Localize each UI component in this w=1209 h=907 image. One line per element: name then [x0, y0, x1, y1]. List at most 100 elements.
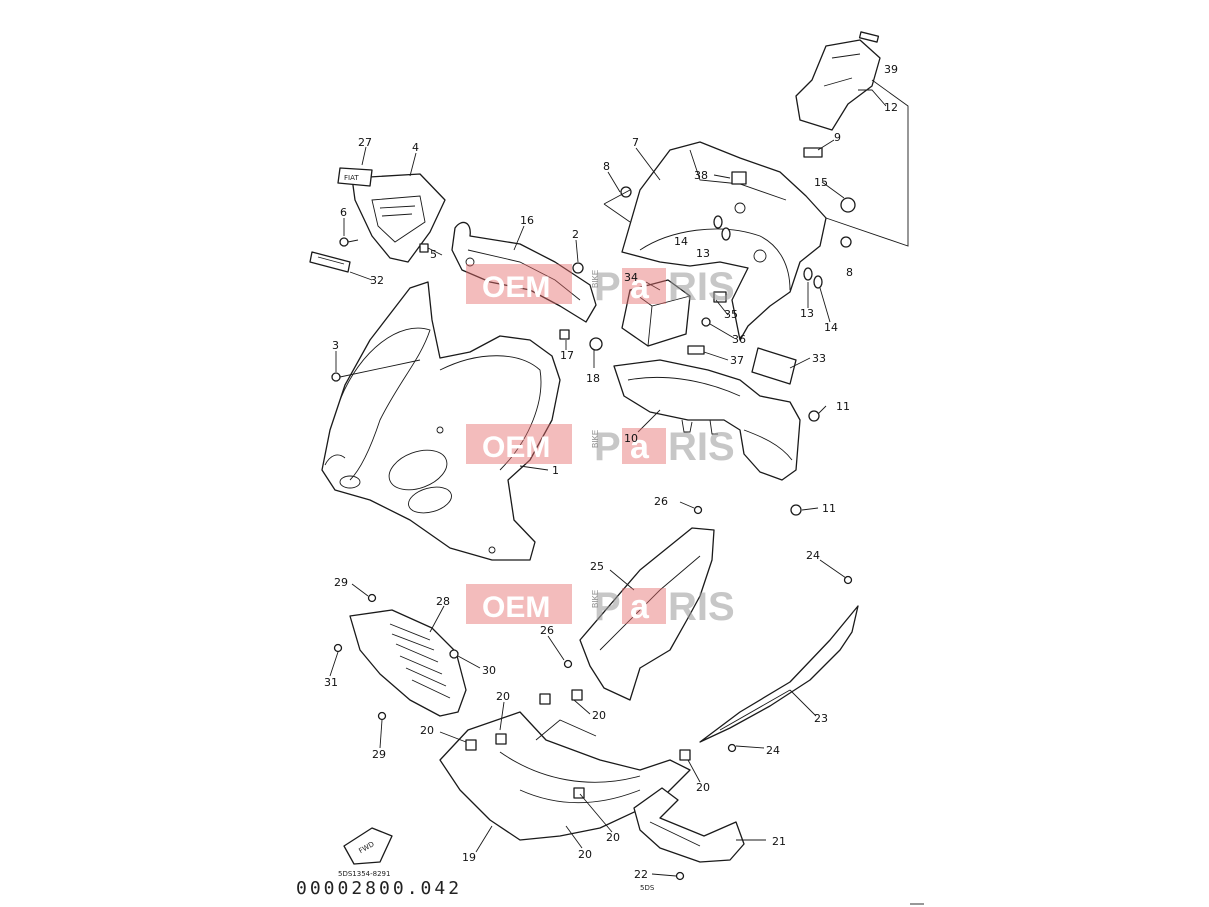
callout-28: 28 — [436, 595, 450, 608]
watermark-parts-mid: a — [630, 268, 650, 306]
watermark-parts-left: P — [594, 425, 621, 469]
part-5-nut — [419, 243, 429, 253]
watermark-parts-left: P — [594, 585, 621, 629]
part-29-screw-b — [377, 711, 387, 721]
part-24-screw-b — [727, 743, 737, 753]
callout-31: 31 — [324, 676, 338, 689]
part-22-screw — [675, 871, 685, 881]
part-37-clip — [687, 345, 705, 355]
part-36-screw — [701, 317, 711, 327]
part-11-screw — [808, 410, 820, 422]
callout-37: 37 — [730, 354, 744, 367]
watermark-parts-right: RIS — [668, 425, 735, 469]
part-23-side-trim — [699, 605, 859, 743]
callout-14: 14 — [674, 235, 688, 248]
callout-labels: 27 4 6 5 32 16 2 3 17 18 1 7 8 38 9 15 1… — [324, 63, 898, 881]
watermark-oem: OEM — [482, 271, 550, 304]
callout-33: 33 — [812, 352, 826, 365]
part-28-grille — [349, 609, 467, 717]
part-20-clip-b — [571, 689, 583, 701]
watermark-oem: OEM — [482, 591, 550, 624]
part-20-clip-d — [495, 733, 507, 745]
part-20-clip-f — [573, 787, 585, 799]
callout-6: 6 — [340, 206, 347, 219]
part-4-front-panel — [351, 173, 446, 263]
callout-21: 21 — [772, 835, 786, 848]
callout-8: 8 — [603, 160, 610, 173]
part-20-clip-a — [539, 693, 551, 705]
part-13-washer-b — [803, 267, 813, 281]
part-30-nut — [449, 649, 459, 659]
callout-9: 9 — [834, 131, 841, 144]
callout-20b: 20 — [592, 709, 606, 722]
fwd-arrow-icon: FWD — [343, 827, 393, 865]
callout-12: 12 — [884, 101, 898, 114]
watermark-parts-right: RIS — [668, 585, 735, 629]
part-7-inner-cover — [621, 141, 827, 341]
part-38-clip — [731, 171, 747, 185]
callout-3: 3 — [332, 339, 339, 352]
callout-24: 24 — [806, 549, 820, 562]
watermark-2: OEM BIKE P a RIS — [466, 424, 735, 469]
part-13-washer — [721, 227, 731, 241]
callout-8b: 8 — [846, 266, 853, 279]
callout-13: 13 — [696, 247, 710, 260]
part-20-clip-e — [679, 749, 691, 761]
callout-29: 29 — [334, 576, 348, 589]
callout-5: 5 — [430, 248, 437, 261]
part-11-screw-b — [790, 504, 802, 516]
part-25-side-panel — [579, 527, 715, 701]
callout-20d: 20 — [696, 781, 710, 794]
callout-38: 38 — [694, 169, 708, 182]
watermark-parts-left: P — [594, 265, 621, 309]
part-26-screw — [693, 505, 703, 515]
part-29-screw — [367, 593, 377, 603]
callout-29b: 29 — [372, 748, 386, 761]
callout-1: 1 — [552, 464, 559, 477]
watermark-parts-mid: a — [630, 428, 650, 466]
part-3-screw — [331, 359, 421, 382]
diagram-code: 00002800.042 — [296, 878, 462, 899]
callout-10: 10 — [624, 432, 638, 445]
part-12-trim — [795, 39, 881, 131]
part-27-sticker: FIAT — [337, 167, 373, 187]
part-35-clip — [713, 291, 727, 303]
callout-35: 35 — [724, 308, 738, 321]
callout-13b: 13 — [800, 307, 814, 320]
part-32-reflector — [309, 251, 351, 273]
sticker-label: FIAT — [344, 174, 359, 182]
watermark-1: OEM BIKE P a RIS — [466, 264, 735, 309]
part-24-screw — [843, 575, 853, 585]
callout-36: 36 — [732, 333, 746, 346]
callout-17: 17 — [560, 349, 574, 362]
catalog-code: 5DS1354-8291 — [338, 870, 390, 878]
watermark-bike: BIKE — [591, 430, 600, 448]
callout-15: 15 — [814, 176, 828, 189]
callout-20c: 20 — [420, 724, 434, 737]
part-31-screw — [333, 643, 343, 653]
part-1-front-cover — [321, 281, 561, 561]
callout-32: 32 — [370, 274, 384, 287]
part-21-bottom-cover — [633, 787, 745, 863]
callout-16: 16 — [520, 214, 534, 227]
part-16-bracket — [451, 221, 597, 323]
leader-lines — [329, 79, 909, 877]
callout-20: 20 — [496, 690, 510, 703]
watermark-oem: OEM — [482, 431, 550, 464]
callout-11: 11 — [836, 400, 850, 413]
callout-18: 18 — [586, 372, 600, 385]
part-18-grommet — [589, 337, 603, 351]
callout-4: 4 — [412, 141, 419, 154]
callout-23: 23 — [814, 712, 828, 725]
part-10-lower-cover — [613, 359, 801, 481]
callout-19: 19 — [462, 851, 476, 864]
callout-27: 27 — [358, 136, 372, 149]
callout-20e: 20 — [606, 831, 620, 844]
part-39-badge — [858, 31, 880, 43]
part-8-screw-b — [840, 236, 852, 248]
part-26-screw-b — [563, 659, 573, 669]
part-33-pad — [751, 347, 797, 385]
callout-24b: 24 — [766, 744, 780, 757]
callout-2: 2 — [572, 228, 579, 241]
